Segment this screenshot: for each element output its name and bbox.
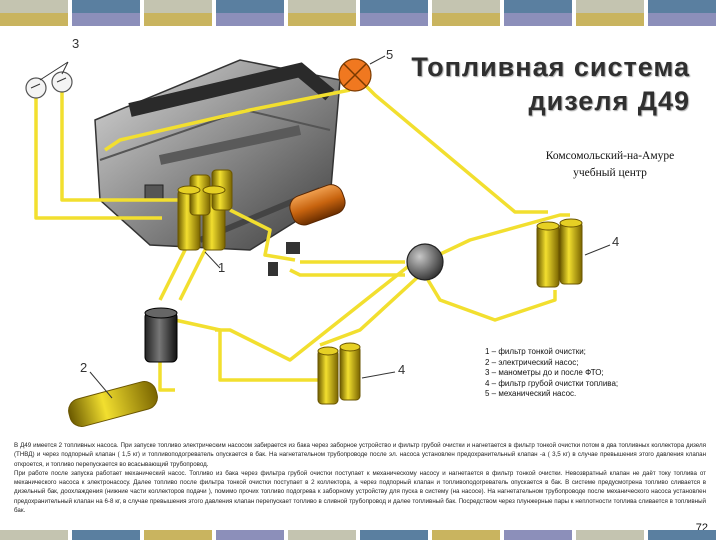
- label-4-right: 4: [612, 234, 620, 249]
- label-2: 2: [80, 360, 88, 375]
- bar-segment: [144, 0, 216, 26]
- bar-segment: [0, 0, 72, 26]
- bar-segment: [504, 0, 576, 26]
- label-1: 1: [218, 260, 226, 275]
- legend-item: 4 – фильтр грубой очистки топлива;: [485, 378, 619, 388]
- mechanical-pump-icon: [338, 55, 386, 92]
- legend-item: 2 – электрический насос;: [485, 357, 579, 367]
- bar-segment: [360, 0, 432, 26]
- bar-segment: [216, 0, 288, 26]
- description-paragraph: В Д49 имеется 2 топливных насоса. При за…: [14, 442, 706, 468]
- slide-title-line-2: дизеля Д49: [528, 86, 690, 116]
- fine-filter-icon: [177, 169, 233, 269]
- description-paragraph: При работе после запуска работает механи…: [14, 469, 706, 515]
- bar-segment: [576, 0, 648, 26]
- fuel-canister-icon: [144, 307, 178, 363]
- engine-block: [94, 59, 341, 251]
- legend-item: 1 – фильтр тонкой очистки;: [485, 347, 586, 356]
- bar-segment: [216, 530, 288, 540]
- legend-item: 3 – манометры до и после ФТО;: [485, 368, 604, 377]
- bar-segment: [144, 530, 216, 540]
- bar-segment: [504, 530, 576, 540]
- label-5: 5: [386, 47, 394, 62]
- bar-segment: [360, 530, 432, 540]
- coarse-filter-icon: [536, 218, 611, 288]
- electric-pump-icon: [68, 371, 158, 427]
- bar-segment: [432, 530, 504, 540]
- fuel-heater-icon: [289, 184, 346, 226]
- bar-segment: [576, 530, 648, 540]
- legend-item: 5 – механический насос.: [485, 389, 577, 398]
- bottom-decorative-bar: [0, 530, 720, 540]
- legend: 1 – фильтр тонкой очистки; 2 – электриче…: [485, 347, 618, 400]
- pressure-gauge-icon: [25, 77, 47, 99]
- top-decorative-bar: [0, 0, 720, 26]
- bar-segment: [288, 530, 360, 540]
- slide-title-line-1: Топливная система: [411, 52, 690, 82]
- bar-segment: [72, 0, 144, 26]
- organization-line-2: учебный центр: [573, 167, 647, 179]
- organization-line-1: Комсомольский-на-Амуре: [545, 150, 675, 162]
- non-return-valve-icon: [406, 243, 444, 281]
- coarse-filter-icon: [317, 342, 396, 405]
- bar-segment: [432, 0, 504, 26]
- bar-segment: [288, 0, 360, 26]
- bar-segment: [72, 530, 144, 540]
- description-text: В Д49 имеется 2 топливных насоса. При за…: [14, 441, 706, 515]
- organization-caption: Комсомольский-на-Амуре учебный центр: [530, 148, 690, 182]
- bar-segment: [0, 530, 72, 540]
- bar-segment: [648, 530, 720, 540]
- valve-icon: [268, 242, 300, 276]
- label-4-bottom: 4: [398, 362, 406, 377]
- bar-segment: [648, 0, 720, 26]
- label-3: 3: [72, 36, 80, 51]
- pressure-gauge-icon: [51, 71, 73, 93]
